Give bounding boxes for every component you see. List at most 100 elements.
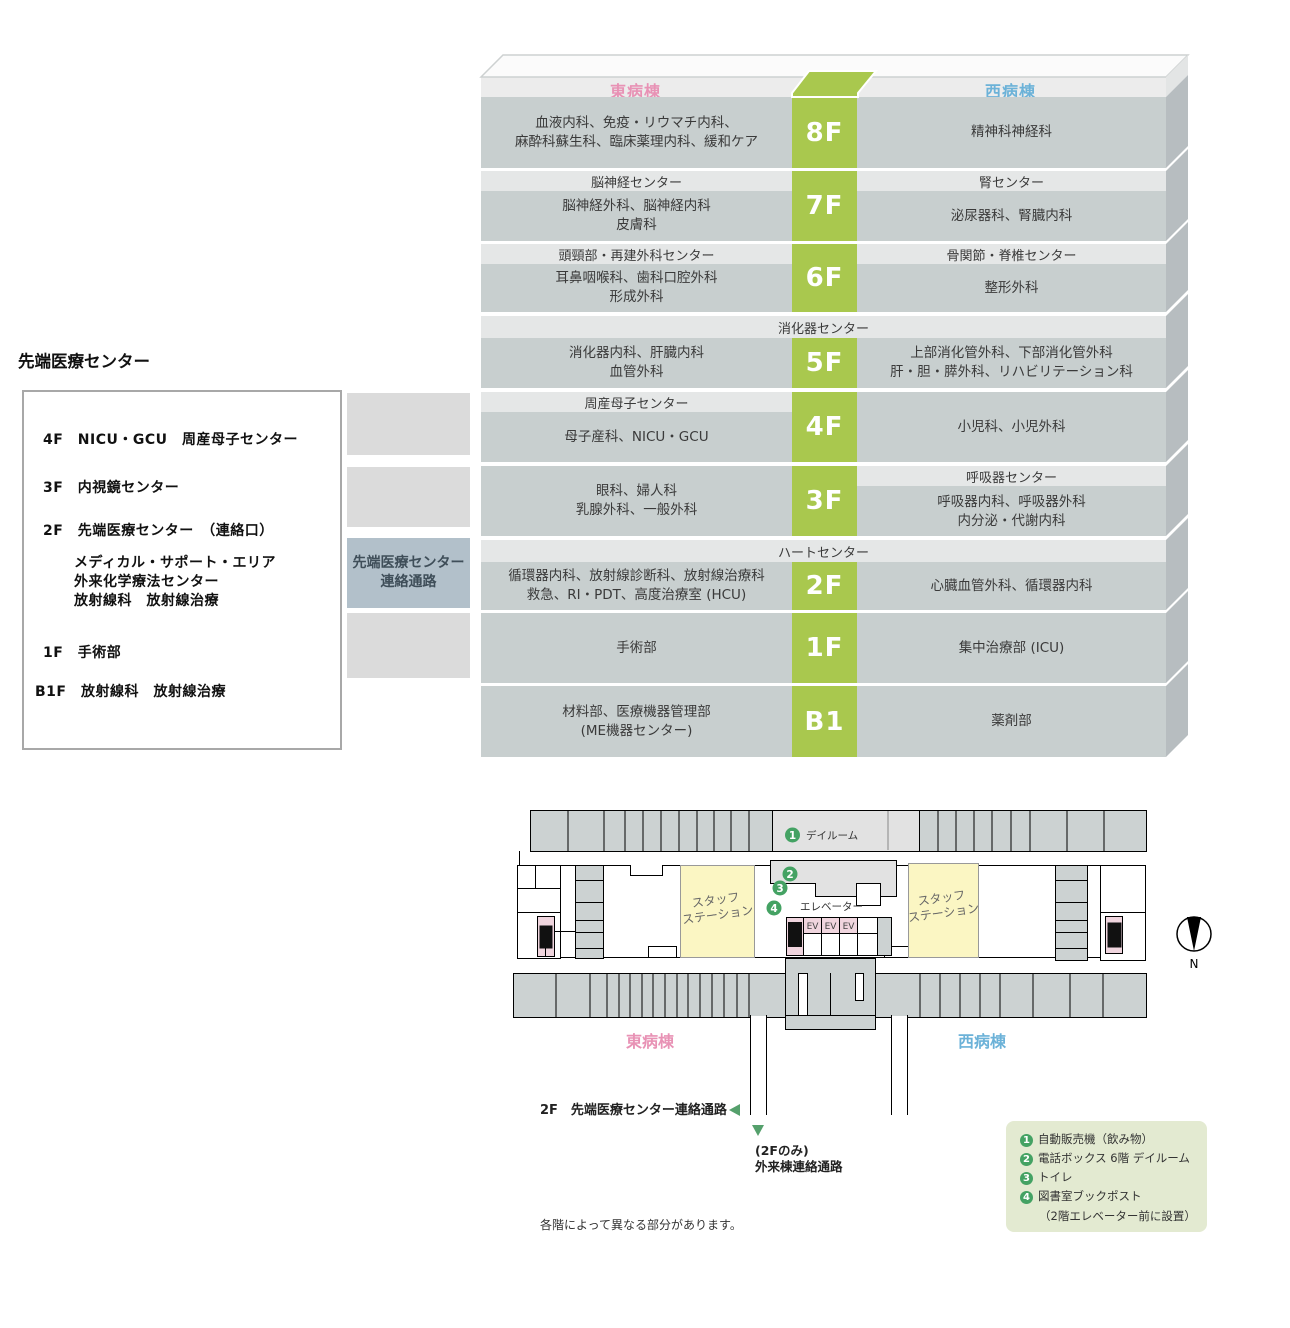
floor-number-cell: 6F	[792, 244, 857, 312]
dept-line: 集中治療部 (ICU)	[958, 639, 1065, 656]
dept-line: 消化器内科、肝臓内科	[569, 345, 704, 361]
plan-top-room-strip	[530, 810, 1147, 852]
compass-needle	[1187, 917, 1201, 951]
dept-line: 材料部、医療機器管理部	[562, 703, 711, 720]
floor-number-cell: 2F	[792, 562, 857, 610]
stair-dividers	[1055, 880, 1087, 949]
room-dividers	[919, 973, 1104, 1017]
connector-block	[347, 467, 470, 527]
left-panel-title: 先端医療センター	[18, 352, 150, 371]
plan-bottom-room-strip	[513, 973, 1147, 1018]
elevator-car	[539, 925, 553, 949]
staff-station-west-label: スタッフ ステーション	[907, 888, 980, 925]
legend-text: 図書室ブックポスト	[1038, 1189, 1142, 1203]
elevator-car	[1107, 922, 1122, 948]
plan-left-wing	[517, 865, 561, 959]
side-face	[1166, 149, 1188, 241]
side-face	[1166, 664, 1188, 757]
side-face	[1166, 591, 1188, 683]
center-block-lines	[785, 973, 875, 1016]
left-panel-item: 3F 内視鏡センター	[43, 480, 180, 496]
elevator-shaft	[537, 916, 555, 957]
floor-number: 7F	[805, 191, 844, 221]
wing-walls	[517, 865, 575, 932]
floor-number-cell: 1F	[792, 613, 857, 683]
floor-number: B1	[804, 706, 845, 737]
only-2f-annotation: (2Fのみ)	[755, 1143, 809, 1158]
west-ward-label: 西病棟	[985, 82, 1037, 101]
left-panel-item: 1F 手術部	[43, 645, 122, 661]
floor-number-cell: 7F	[792, 171, 857, 241]
staff-label-line: ステーション	[681, 903, 754, 927]
floor-number: 6F	[805, 263, 844, 293]
elevator-block-lines	[803, 917, 877, 955]
corridor-south-west	[892, 1016, 908, 1115]
plan-small-room	[855, 973, 864, 1001]
elevator-block	[786, 917, 892, 956]
dayroom-label: デイルーム	[806, 829, 858, 842]
dept-line: 乳腺外科、一般外科	[575, 502, 698, 518]
dept-line: 泌尿器科、腎臓内科	[950, 207, 1073, 224]
stair-dividers	[575, 880, 603, 949]
east-cell: 材料部、医療機器管理部(ME機器センター)	[481, 686, 792, 757]
wall-notch	[884, 946, 913, 958]
dept-line: 形成外科	[609, 289, 664, 305]
elevator-block-endcell	[877, 917, 892, 956]
plan-small-room	[798, 973, 808, 1016]
ward-header-band: 東病棟 西病棟	[481, 77, 1166, 101]
ev-cell	[803, 917, 822, 934]
connector-block	[347, 393, 470, 455]
dept-line: 脳神経外科、脳神経内科	[562, 198, 711, 214]
connector-label: 先端医療センター	[352, 555, 465, 571]
dept-line: 血液内科、免疫・リウマチ内科、	[535, 114, 738, 131]
left-panel-item: 4F NICU・GCU 周産母子センター	[43, 432, 299, 448]
west-cell: 集中治療部 (ICU)	[857, 613, 1166, 683]
east-cell: 手術部	[481, 613, 792, 683]
arrow-left-icon	[729, 1104, 740, 1116]
dept-line: 心臓血管外科、循環器内科	[930, 577, 1093, 594]
plan-dayroom-section	[772, 810, 920, 852]
side-face	[1166, 518, 1188, 610]
dept-line: 母子産科、NICU・GCU	[564, 429, 709, 445]
wall-notch	[648, 946, 677, 958]
corridor-south-east	[751, 1016, 767, 1115]
marker-number: 1	[789, 830, 796, 842]
dept-line: 薬剤部	[991, 713, 1032, 729]
legend-marker-4: 4	[1020, 1191, 1033, 1204]
floor-number: 4F	[805, 412, 844, 442]
legend-text: 電話ボックス 6階 デイルーム	[1038, 1151, 1190, 1165]
room-dividers	[937, 810, 1105, 851]
arrow-down-icon	[752, 1125, 764, 1136]
floor-note: 各階によって異なる部分があります。	[540, 1217, 742, 1232]
floor-number-cell: 4F	[792, 392, 857, 462]
dept-line: 血管外科	[609, 364, 664, 380]
connector-corridor-block: 先端医療センター 連絡通路	[347, 538, 470, 608]
dept-line: 呼吸器内科、呼吸器外科	[937, 493, 1086, 510]
floor-number-cell: 3F	[792, 466, 857, 536]
connector-label: 連絡通路	[380, 574, 437, 590]
corridor-top-wall	[560, 865, 1100, 876]
legend-marker-3: 3	[1020, 1172, 1033, 1185]
elevator-label: エレベーター	[800, 901, 863, 913]
corridor-walls	[891, 1015, 908, 1115]
plan-stair-column	[575, 865, 604, 959]
east-ward-label: 東病棟	[610, 82, 662, 101]
ev-cell	[821, 917, 840, 934]
plan-markers: 1 2 3 4	[766, 827, 800, 916]
room-dividers	[567, 810, 750, 851]
floor-number: 3F	[805, 486, 844, 516]
outpatient-corridor-annotation: 外来棟連絡通路	[754, 1159, 843, 1174]
marker-number: 2	[786, 869, 793, 881]
center-strip-full: ハートセンター	[481, 540, 1166, 562]
dept-line: 皮膚科	[616, 217, 657, 233]
staff-station-east	[680, 865, 755, 958]
legend-text: 自動販売機（飲み物）	[1038, 1132, 1153, 1146]
west-cell: 薬剤部	[857, 686, 1166, 757]
floor-number-cell: 5F	[792, 338, 857, 388]
left-panel-item: メディカル・サポート・エリア	[74, 555, 277, 571]
side-face	[1166, 294, 1188, 388]
left-panel-item: 外来化学療法センター	[74, 574, 219, 590]
